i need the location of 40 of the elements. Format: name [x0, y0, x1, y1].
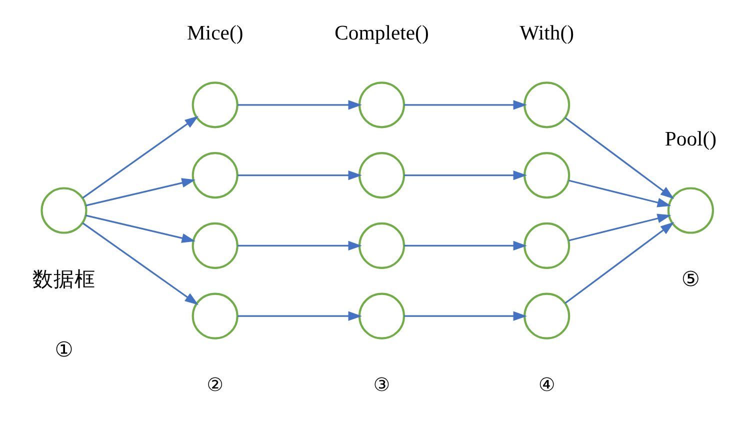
node-circle [191, 82, 238, 128]
arrow [85, 214, 195, 243]
node-circle [40, 187, 87, 234]
arrow [237, 311, 362, 321]
arrow [404, 170, 526, 180]
arrow [568, 214, 671, 242]
arrow [82, 222, 198, 305]
node-label: Pool() [664, 128, 716, 150]
node-label: ⑤ [680, 267, 700, 292]
arrow [85, 178, 195, 206]
node-label: 数据框 [32, 267, 95, 292]
label: Mice() [186, 22, 243, 45]
label: ③ [372, 375, 390, 396]
arrow [237, 100, 362, 110]
label: ② [206, 375, 223, 396]
arrow [82, 116, 198, 199]
arrow [237, 240, 362, 250]
node-circle [358, 222, 405, 269]
node-circle [523, 152, 570, 199]
node-circle [666, 187, 714, 234]
node-circle [358, 152, 405, 199]
node-circle [191, 152, 238, 199]
node-label: ① [54, 337, 73, 362]
node-circle [358, 82, 405, 128]
arrow [404, 100, 526, 110]
node-circle [523, 222, 570, 269]
node-circle [523, 292, 570, 340]
arrow [404, 240, 526, 250]
node-circle [191, 222, 238, 269]
label: Complete() [334, 22, 428, 45]
arrow [564, 117, 674, 199]
label: With() [519, 22, 574, 45]
node-circle [191, 292, 238, 340]
arrow [568, 180, 671, 208]
arrow [237, 170, 362, 180]
node-circle [523, 82, 570, 128]
node-circle [358, 292, 405, 340]
arrow [564, 222, 674, 304]
arrow [404, 311, 526, 321]
label: ④ [538, 375, 555, 396]
